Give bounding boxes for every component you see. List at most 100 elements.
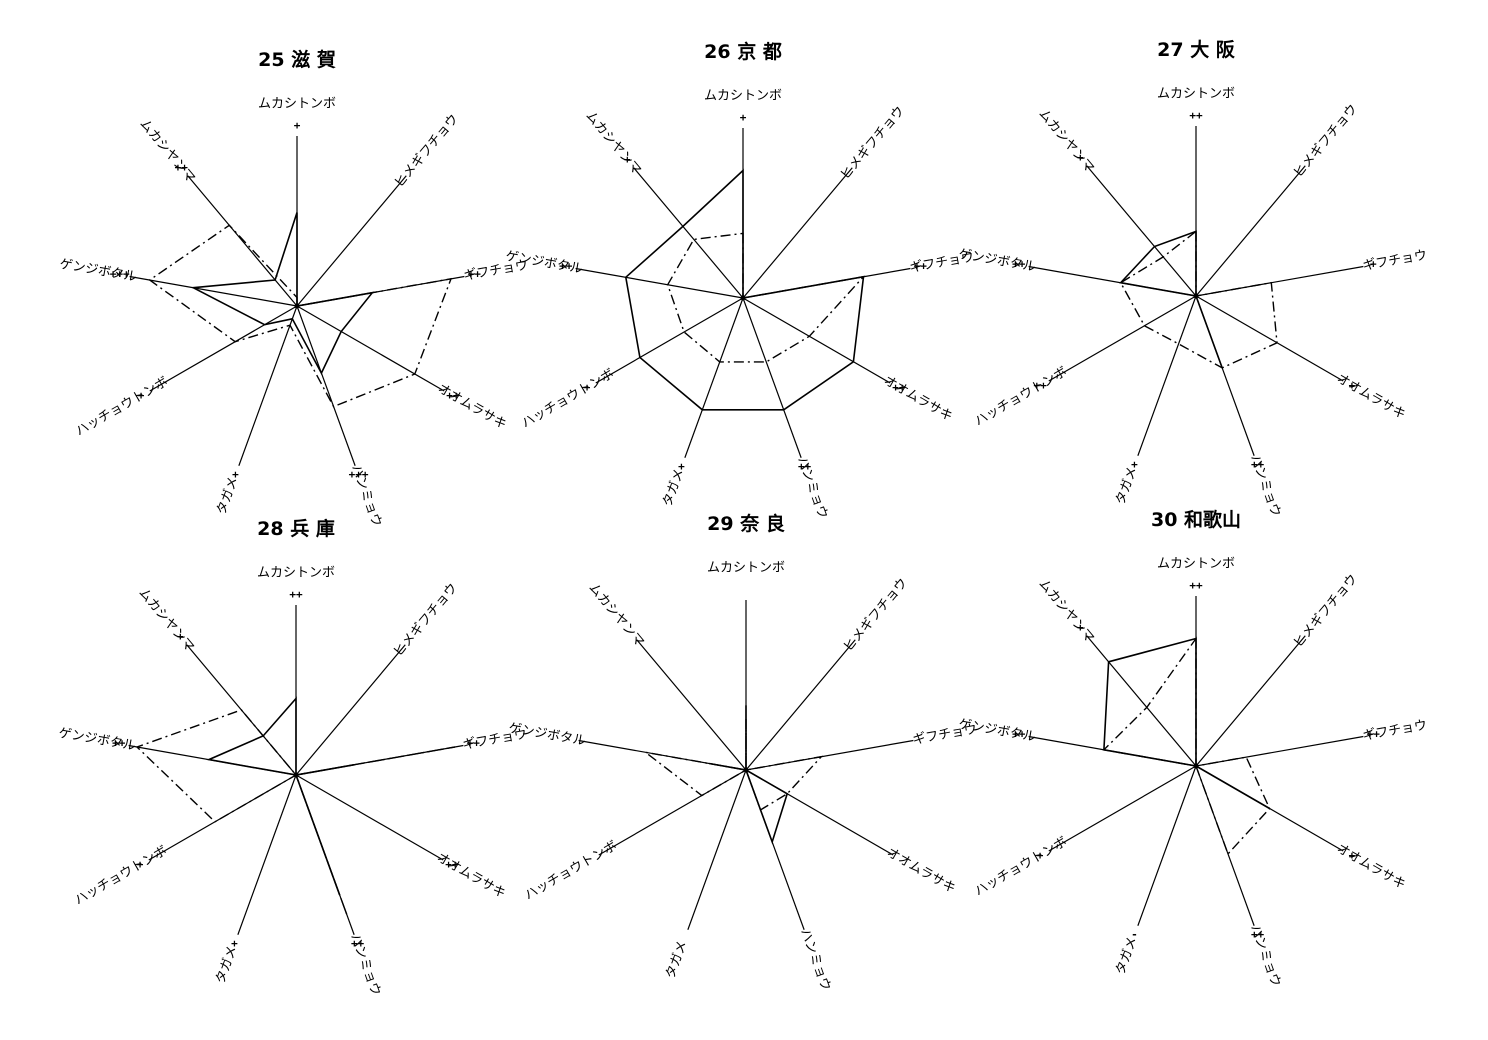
radar-spoke [684,297,744,458]
axis-mark: ++ [1012,728,1026,741]
axis-mark: +++ [110,268,130,281]
radar-chart-1: 25 滋 賀ムカシトンボ+ヒメギフチョウギフチョウ++オオムラサキ++ハンミョウ… [58,48,529,529]
axis-label: オオムラサキ [1334,371,1408,422]
radar-spoke [745,739,914,771]
axis-mark: + [137,858,144,871]
axis-label: ムカシヤンマ [1035,107,1097,176]
axis-mark: ++ [1189,109,1203,122]
axis-label: ハンミョウ [797,927,833,993]
axis-mark: + [138,389,145,402]
radar-spoke [295,774,444,861]
axis-mark: ++ [468,268,482,281]
radar-spoke [1195,265,1364,297]
axis-label: ムカシヤンマ [135,586,197,655]
axis-label: ハッチョウトンボ [522,839,620,904]
radar-spoke [742,297,891,384]
axis-mark: + [177,630,184,643]
radar-spoke [237,774,297,935]
axis-mark: + [1077,621,1084,634]
axis-label: ハッチョウトンボ [73,375,171,440]
axis-mark: ++ [1033,379,1047,392]
radar-spoke [1137,765,1197,926]
radar-spoke [742,167,853,299]
axis-mark: + [624,153,631,166]
radar-series-dashdot [1102,636,1271,856]
radar-spoke [1195,295,1344,382]
axis-mark: ++ [289,588,303,601]
radar-series-dashdot [148,224,453,408]
radar-center [1193,763,1199,769]
axis-mark: + [1370,258,1377,271]
axis-mark: ++ [467,737,481,750]
axis-mark: + [294,119,301,132]
radar-chart-5: 29 奈 良ムカシトンボヒメギフチョウギフチョウオオムラサキハンミョウタガメハッ… [507,512,978,993]
axis-label: オオムラサキ [884,845,958,896]
radar-center [740,295,746,301]
axis-mark: + [1131,458,1138,471]
radar-series-solid [1103,637,1271,810]
axis-label: ゲンジボタル [507,721,586,749]
axis-label: ハッチョウトンボ [72,844,170,909]
axis-label: ハッチョウトンボ [519,367,617,432]
axis-mark: ++ [798,460,812,473]
axis-label: タガメ [1113,465,1140,507]
axis-label: ムカシヤンマ [136,117,198,186]
axis-mark: + [232,468,239,481]
axis-label: タガメ [214,475,241,517]
chart-title: 27 大 阪 [1157,38,1236,61]
axis-label: タガメ [663,939,690,981]
radar-spoke [687,769,747,930]
axis-mark: + [231,937,238,950]
axis-mark: + [678,460,685,473]
radar-spoke [187,175,298,307]
axis-label: タガメ [660,467,687,509]
axis-label: タガメ [213,944,240,986]
axis-label: ハッチョウトンボ [972,835,1070,900]
axis-label: ムカシトンボ [258,97,336,112]
axis-mark: ++ [1189,579,1203,592]
chart-title: 26 京 都 [704,40,782,63]
radar-series-solid [709,705,789,845]
radar-series-dashdot [1119,229,1278,369]
axis-label: オオムラサキ [1334,841,1408,892]
axis-mark: ++ [1367,728,1381,741]
radar-series-dashdot [666,232,866,363]
chart-title: 30 和歌山 [1151,508,1241,531]
axis-label: ムカシトンボ [704,89,782,104]
radar-spoke [1195,635,1306,767]
axis-label: ヒメギフチョウ [838,104,908,183]
radar-spoke [742,297,802,458]
axis-label: ムカシトンボ [257,566,335,581]
axis-mark: + [740,111,747,124]
radar-spoke [598,769,747,856]
chart-title: 28 兵 庫 [257,517,335,540]
axis-label: ムカシトンボ [1157,87,1235,102]
axis-label: ハッチョウトンボ [972,365,1070,430]
radar-spoke [149,305,298,392]
axis-label: ムカシヤンマ [582,109,644,178]
axis-mark: ++ [914,260,928,273]
radar-spoke [238,305,298,466]
axis-mark: + [584,381,591,394]
axis-label: ヒメギフチョウ [1291,572,1361,651]
radar-spoke [1195,735,1364,767]
axis-mark: + [1037,849,1044,862]
axis-mark: + [1349,849,1356,862]
radar-spoke [745,639,856,771]
radar-spoke [1048,765,1197,852]
axis-label: ヒメギフチョウ [841,576,911,655]
radar-spoke [1048,295,1197,382]
radar-chart-4: 28 兵 庫ムカシトンボ++ヒメギフチョウギフチョウ++オオムラサキ++ハンミョ… [57,517,528,998]
axis-mark: ++ [112,737,126,750]
radar-spoke [1086,165,1197,297]
radar-center [1193,293,1199,299]
radar-spoke [633,167,744,299]
radar-series-solid [624,168,865,411]
radar-spoke [595,297,744,384]
radar-center [293,772,299,778]
axis-label: ムカシヤンマ [585,581,647,650]
axis-mark: ++ [892,381,906,394]
axis-mark: ++ [445,858,459,871]
axis-mark: ++ [1251,928,1265,941]
